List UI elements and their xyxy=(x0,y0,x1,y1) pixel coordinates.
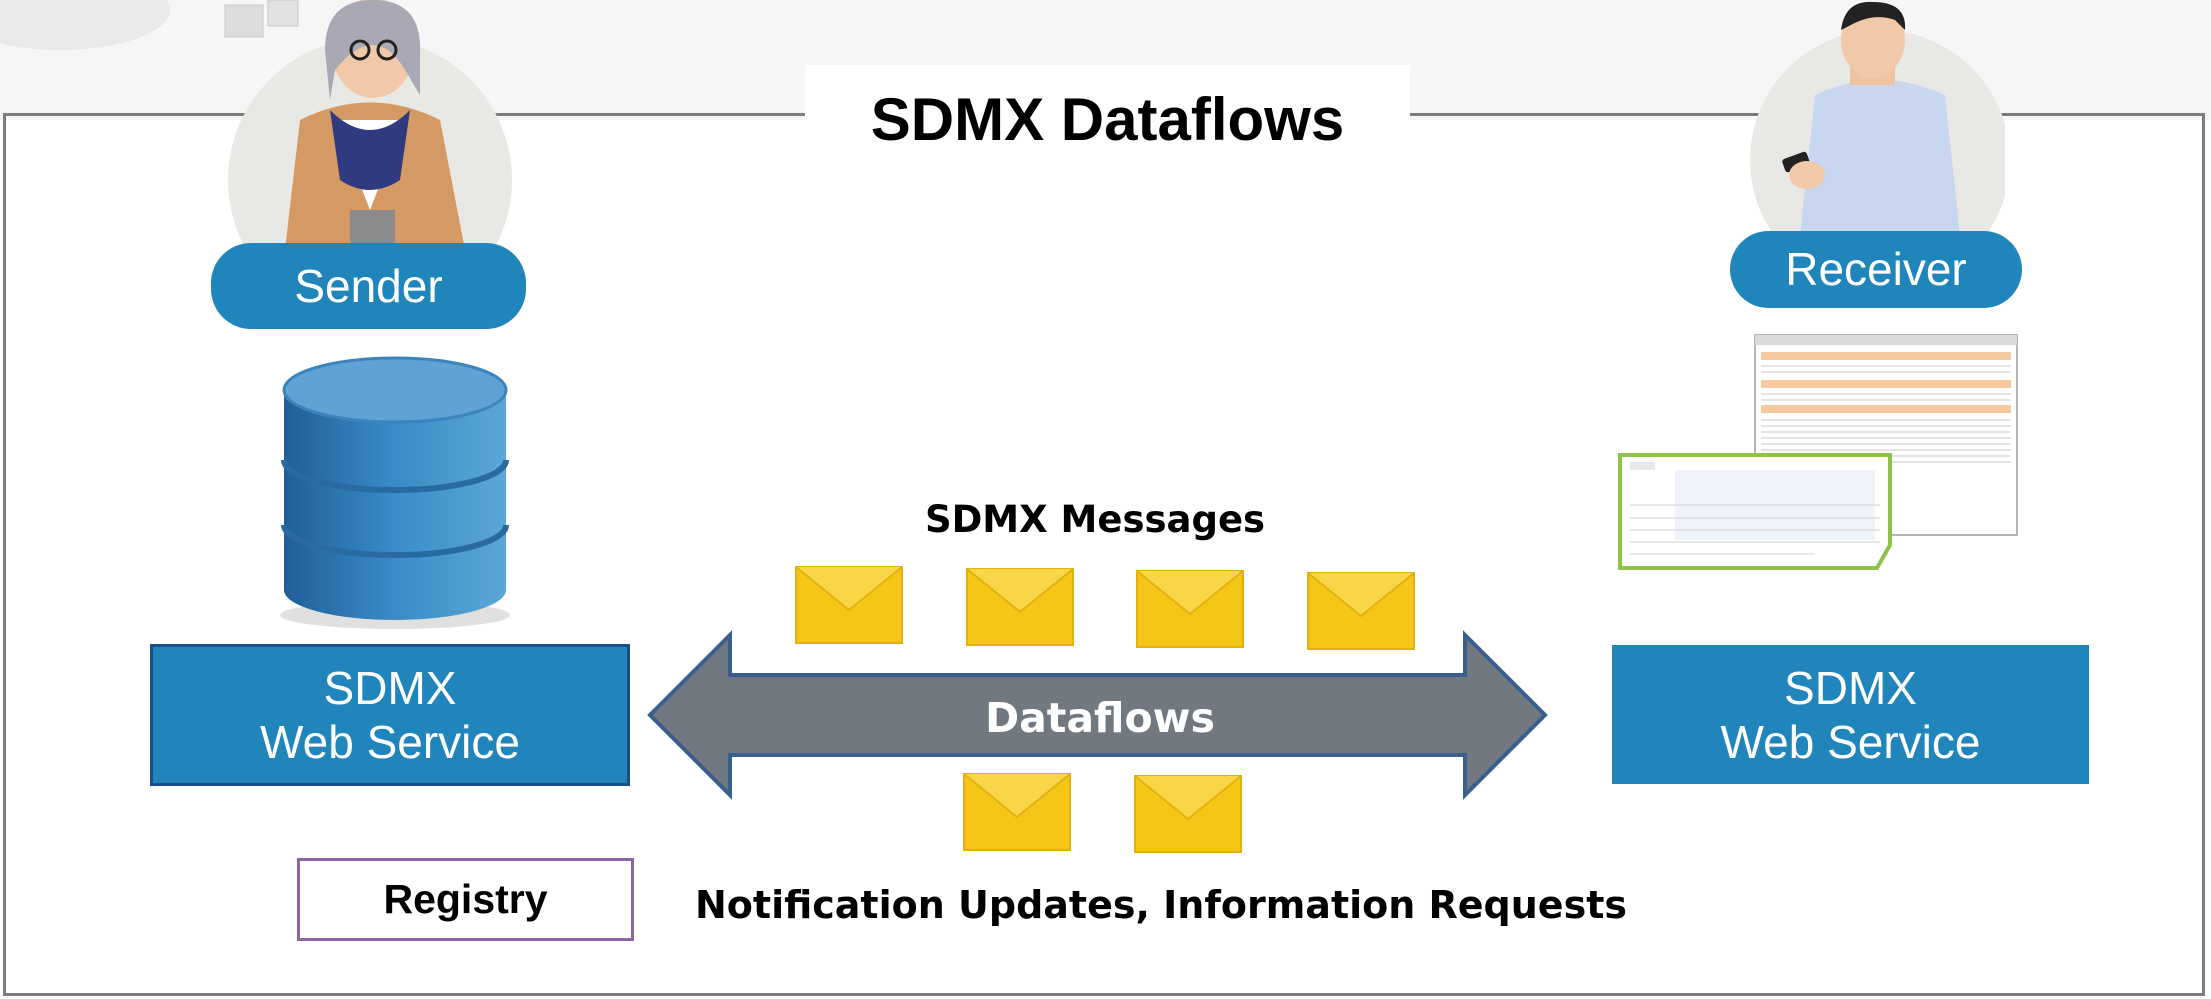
sdmx-web-service-sender: SDMX Web Service xyxy=(150,644,630,786)
document-screenshot-icon xyxy=(1618,334,2018,570)
web-service-line2: Web Service xyxy=(1720,715,1981,768)
man-with-phone-icon xyxy=(1750,1,2005,235)
envelope-icon xyxy=(1136,570,1244,648)
page-title: SDMX Dataflows xyxy=(870,86,1345,153)
envelope-icon xyxy=(966,568,1074,646)
registry-box: Registry xyxy=(297,858,634,941)
envelope-icon xyxy=(1307,572,1415,650)
title-background xyxy=(805,65,1410,175)
envelope-icon xyxy=(795,566,903,644)
receiver-label: Receiver xyxy=(1730,231,2022,308)
woman-person-icon xyxy=(228,0,512,250)
notifications-label: Notification Updates, Information Reques… xyxy=(695,883,1627,927)
web-service-line2: Web Service xyxy=(260,716,520,768)
sender-label: Sender xyxy=(211,243,526,329)
web-service-line1: SDMX xyxy=(1784,661,1917,714)
envelope-icon xyxy=(1134,775,1242,853)
database-icon xyxy=(280,356,510,629)
messages-label: SDMX Messages xyxy=(924,498,1266,541)
double-headed-arrow xyxy=(647,630,1548,800)
sdmx-web-service-receiver: SDMX Web Service xyxy=(1612,645,2089,784)
envelope-icon xyxy=(963,773,1071,851)
dataflows-label: Dataflows xyxy=(985,694,1215,742)
web-service-line1: SDMX xyxy=(323,662,457,714)
